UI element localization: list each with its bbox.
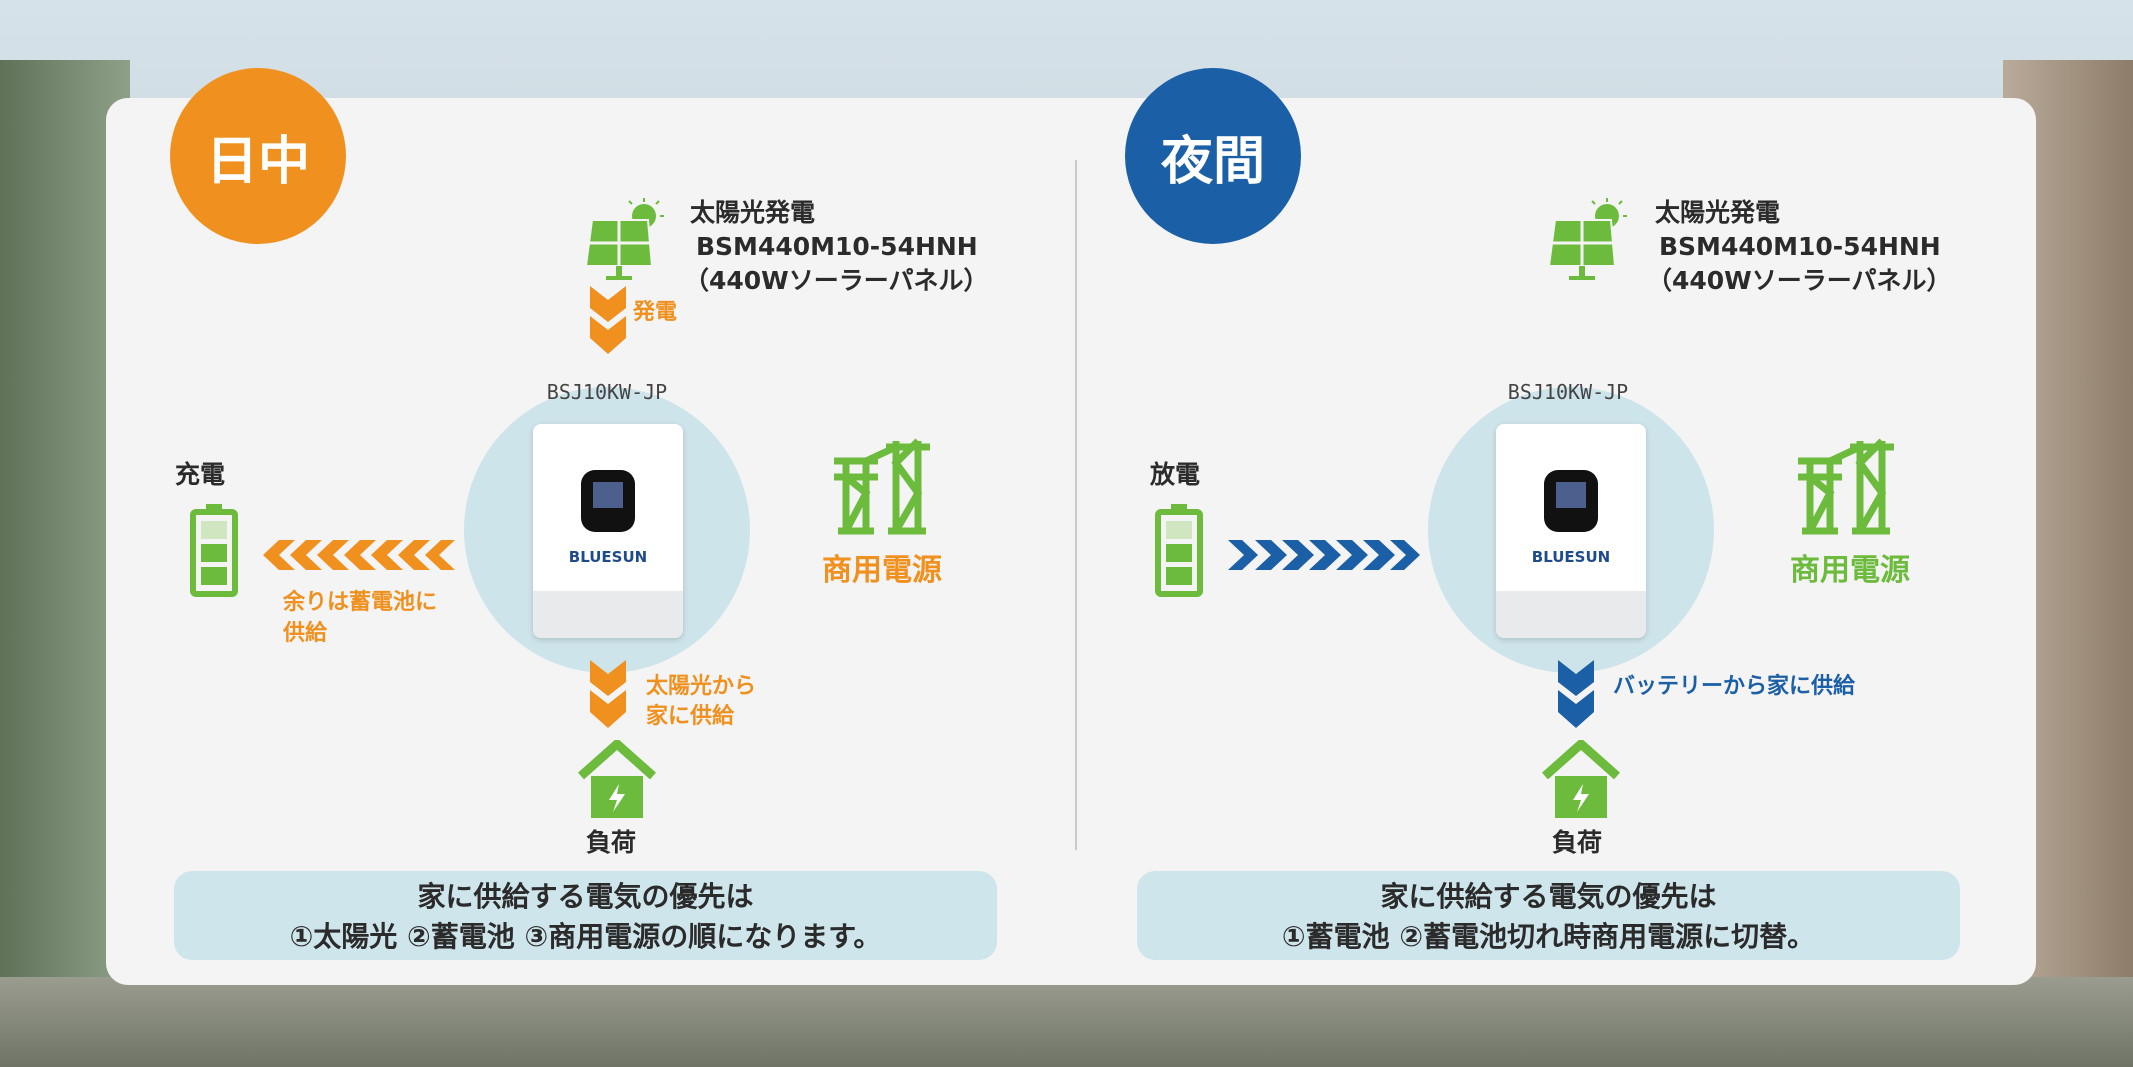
battery-flow-line1: 余りは蓄電池に — [283, 590, 438, 615]
priority-line2: ①太陽光 ②蓄電池 ③商用電源の順になります。 — [289, 920, 882, 953]
arrow-down-icon — [590, 286, 626, 354]
priority-line1: 家に供給する電気の優先は — [417, 880, 754, 913]
solar-panel-icon — [584, 198, 666, 282]
battery-icon — [1155, 504, 1203, 598]
house-icon — [577, 740, 657, 820]
battery-icon — [190, 504, 238, 598]
background-roof — [0, 977, 2133, 1067]
solar-title: 太陽光発電 — [1655, 198, 1781, 227]
power-tower-icon — [1790, 433, 1898, 535]
chevrons-left-icon — [263, 540, 455, 570]
load-flow-line2: 家に供給 — [646, 704, 735, 729]
inverter-screen — [581, 470, 635, 532]
solar-model: BSM440M10-54HNH — [1659, 232, 1941, 261]
priority-line1: 家に供給する電気の優先は — [1380, 880, 1717, 913]
house-icon — [1541, 740, 1621, 820]
load-label: 負荷 — [1552, 828, 1603, 857]
arrow-down-icon — [1558, 660, 1594, 728]
generation-label: 発電 — [633, 300, 678, 325]
battery-label: 放電 — [1150, 460, 1201, 489]
solar-panel-icon — [1547, 198, 1629, 282]
power-tower-icon — [826, 433, 934, 535]
inverter-model: BSJ10KW-JP — [1507, 380, 1629, 404]
brand-logo: BLUESUN — [1531, 548, 1611, 566]
solar-title: 太陽光発電 — [690, 198, 816, 227]
divider — [1075, 160, 1077, 850]
inverter-image: BLUESUN — [533, 424, 683, 638]
inverter-image: BLUESUN — [1496, 424, 1646, 638]
priority-box: 家に供給する電気の優先は ①蓄電池 ②蓄電池切れ時商用電源に切替。 — [1137, 871, 1960, 960]
battery-flow-line2: 供給 — [283, 621, 328, 646]
priority-box: 家に供給する電気の優先は ①太陽光 ②蓄電池 ③商用電源の順になります。 — [174, 871, 997, 960]
night-badge: 夜間 — [1125, 68, 1301, 244]
inverter-model: BSJ10KW-JP — [546, 380, 668, 404]
grid-label: 商用電源 — [822, 553, 942, 588]
chevrons-right-icon — [1228, 540, 1420, 570]
arrow-down-icon — [590, 660, 626, 728]
load-flow-line1: 太陽光から — [646, 674, 757, 699]
grid-label: 商用電源 — [1790, 553, 1910, 588]
load-label: 負荷 — [586, 828, 637, 857]
day-badge: 日中 — [170, 68, 346, 244]
load-flow: バッテリーから家に供給 — [1613, 674, 1856, 699]
solar-model: BSM440M10-54HNH — [696, 232, 978, 261]
battery-label: 充電 — [175, 460, 226, 489]
solar-desc: （440Wソーラーパネル） — [684, 266, 989, 295]
inverter-screen — [1544, 470, 1598, 532]
priority-line2: ①蓄電池 ②蓄電池切れ時商用電源に切替。 — [1281, 920, 1816, 953]
brand-logo: BLUESUN — [568, 548, 648, 566]
solar-desc: （440Wソーラーパネル） — [1647, 266, 1952, 295]
